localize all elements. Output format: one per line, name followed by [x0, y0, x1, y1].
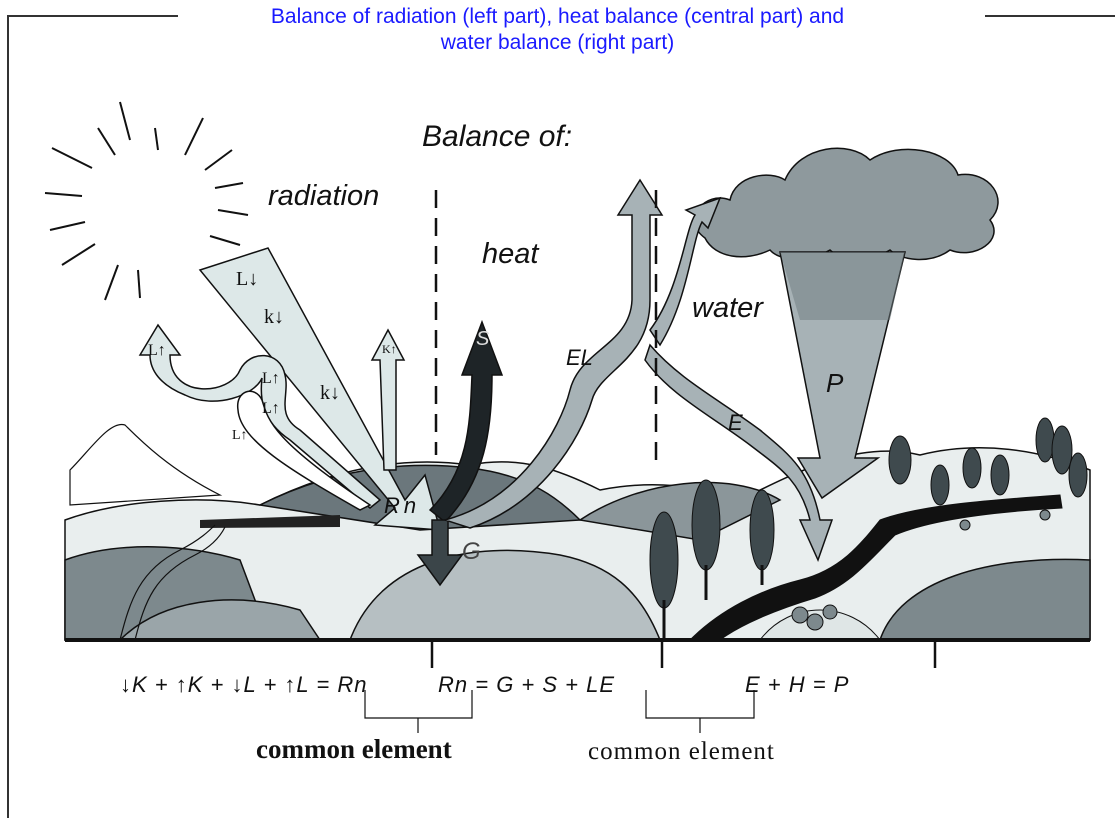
label-K-up: K↑	[382, 342, 397, 357]
label-L-small: L↑	[232, 428, 248, 444]
label-EL: EL	[566, 345, 593, 371]
common-element-right: common element	[588, 738, 775, 766]
equation-heat: Rn = G + S + LE	[438, 672, 615, 698]
label-L-up-2: L↑	[262, 370, 280, 388]
diagram-title: Balance of radiation (left part), heat b…	[0, 4, 1115, 56]
label-L-up-3: L↑	[262, 400, 280, 418]
label-G: G	[462, 538, 481, 566]
label-k-down-1: k↓	[264, 306, 284, 329]
landscape	[65, 418, 1090, 640]
cloud-icon	[695, 148, 998, 259]
equation-radiation: ↓K + ↑K + ↓L + ↑L = Rn	[120, 672, 367, 698]
label-E: E	[728, 410, 743, 436]
label-P: P	[826, 368, 843, 399]
title-line-2: water balance (right part)	[388, 30, 728, 56]
bracket-right	[646, 690, 754, 718]
equation-water: E + H = P	[745, 672, 849, 698]
label-Rn: Rn	[384, 493, 420, 519]
section-label-heat: heat	[482, 238, 538, 271]
section-label-water: water	[692, 292, 763, 325]
label-k-down-2: k↓	[320, 382, 340, 405]
label-S: S	[476, 328, 489, 351]
title-line-1: Balance of radiation (left part), heat b…	[178, 4, 938, 30]
section-label-radiation: radiation	[268, 180, 379, 213]
common-element-left: common element	[256, 734, 452, 765]
balance-heading: Balance of:	[422, 120, 572, 154]
label-L-down: L↓	[236, 268, 258, 291]
label-L-up-1: L↑	[148, 342, 166, 360]
